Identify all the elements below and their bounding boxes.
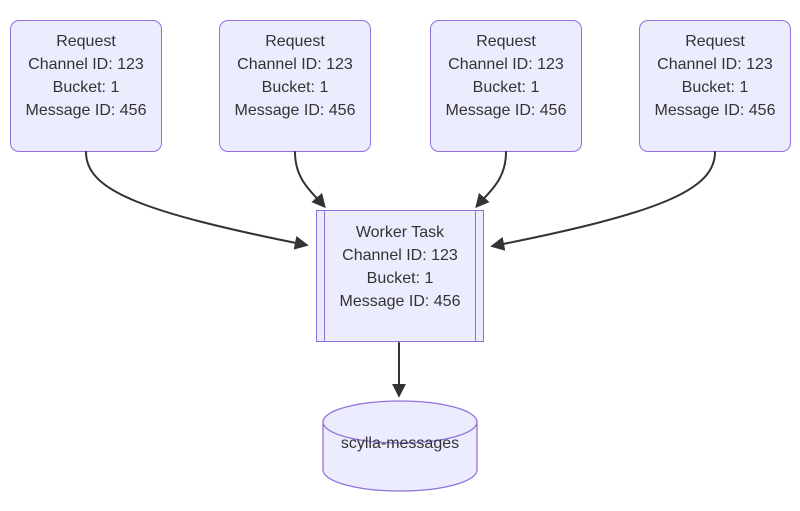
node-title: Request <box>476 33 536 50</box>
node-line-bucket: Bucket: 1 <box>472 79 540 96</box>
node-title: Worker Task <box>355 224 445 241</box>
request-node-4: Request Channel ID: 123 Bucket: 1 Messag… <box>639 20 791 152</box>
node-line-message: Message ID: 456 <box>654 102 776 119</box>
edge-request3-to-worker <box>475 151 507 209</box>
node-line-channel: Channel ID: 123 <box>657 56 773 73</box>
node-line-channel: Channel ID: 123 <box>448 56 564 73</box>
edge-request4-to-worker <box>490 151 716 251</box>
node-line-bucket: Bucket: 1 <box>681 79 749 96</box>
worker-task-node: Worker Task Channel ID: 123 Bucket: 1 Me… <box>316 210 484 342</box>
node-line-channel: Channel ID: 123 <box>342 247 458 264</box>
node-title: Request <box>265 33 325 50</box>
node-line-channel: Channel ID: 123 <box>237 56 353 73</box>
node-line-message: Message ID: 456 <box>234 102 356 119</box>
node-line-channel: Channel ID: 123 <box>28 56 144 73</box>
node-line-message: Message ID: 456 <box>339 293 461 310</box>
request-node-3: Request Channel ID: 123 Bucket: 1 Messag… <box>430 20 582 152</box>
database-label: scylla-messages <box>340 435 460 452</box>
edge-request2-to-worker <box>294 151 326 209</box>
edge-request1-to-worker <box>85 151 309 250</box>
node-title: Request <box>685 33 745 50</box>
node-line-bucket: Bucket: 1 <box>261 79 329 96</box>
node-line-bucket: Bucket: 1 <box>52 79 120 96</box>
node-line-bucket: Bucket: 1 <box>366 270 434 287</box>
node-line-message: Message ID: 456 <box>445 102 567 119</box>
node-title: Request <box>56 33 116 50</box>
request-node-1: Request Channel ID: 123 Bucket: 1 Messag… <box>10 20 162 152</box>
request-node-2: Request Channel ID: 123 Bucket: 1 Messag… <box>219 20 371 152</box>
node-line-message: Message ID: 456 <box>25 102 147 119</box>
